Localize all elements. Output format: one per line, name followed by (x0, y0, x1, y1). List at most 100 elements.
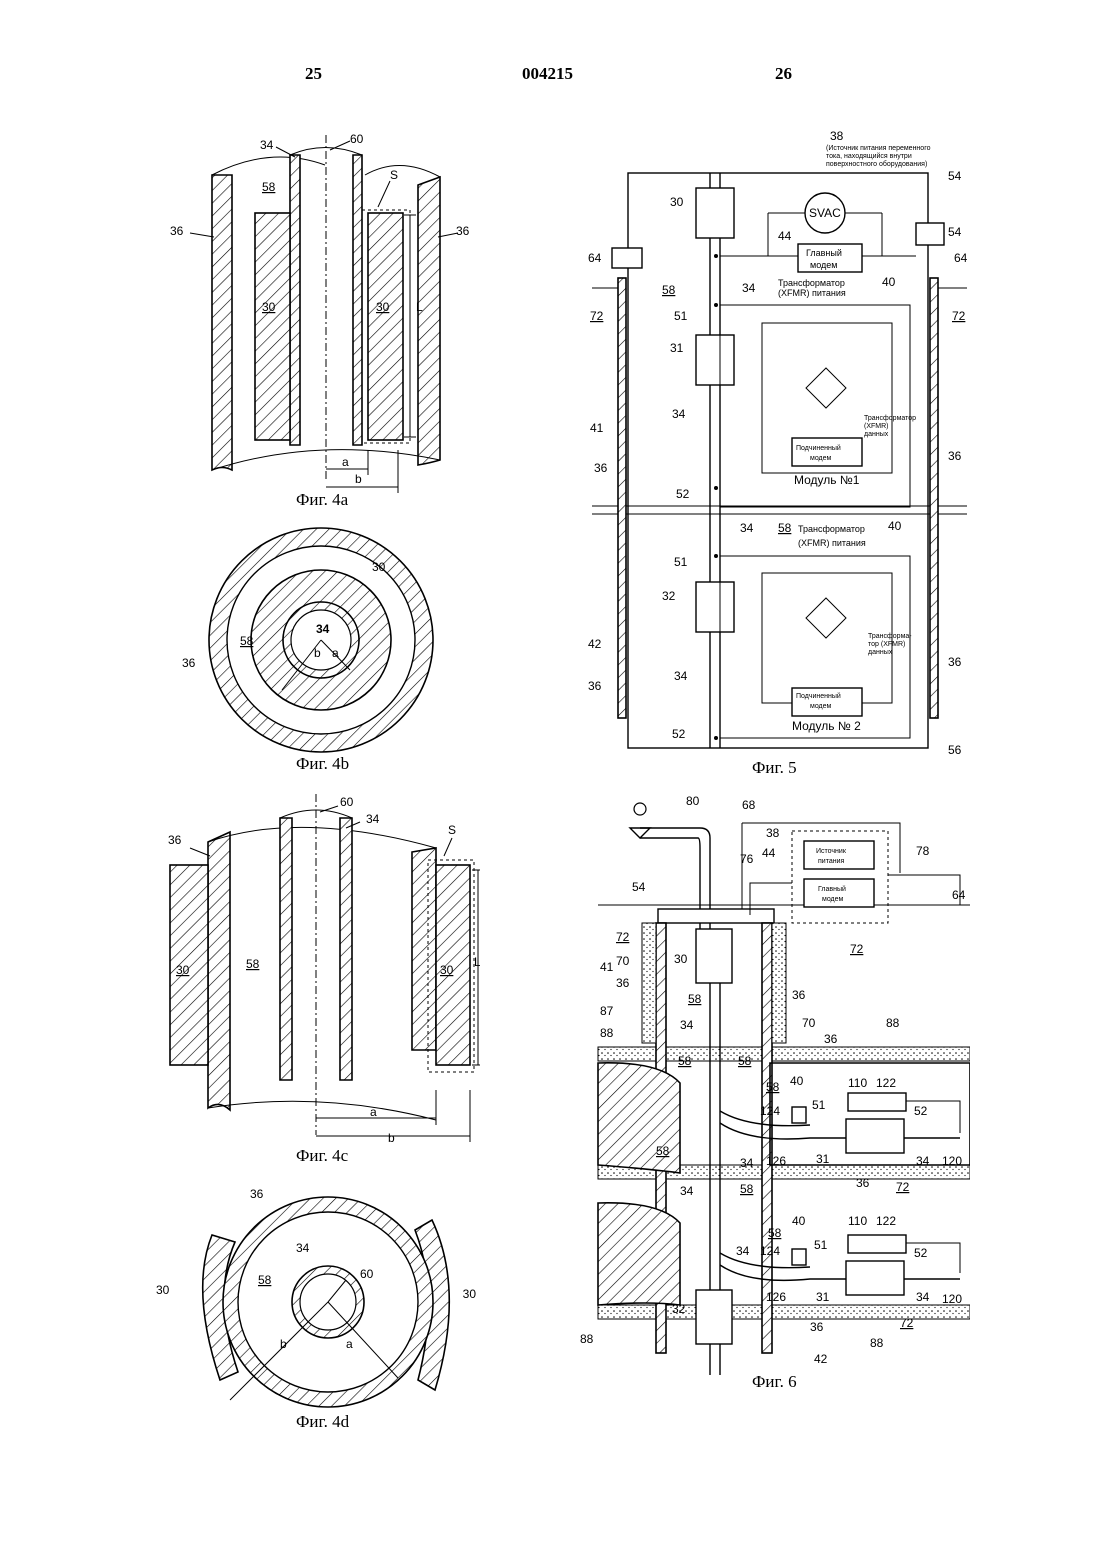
caption-fig-4c: Фиг. 4c (296, 1146, 348, 1166)
label-36-a: 36 (594, 461, 608, 475)
label-120-a: 120 (942, 1154, 962, 1168)
note-38-line2: тока, находящийся внутри (826, 152, 912, 160)
caption-fig-4b: Фиг. 4b (296, 754, 349, 774)
figure-4a: 34 60 58 S 36 36 30 30 L a b (150, 125, 480, 495)
label-72-right: 72 (952, 309, 966, 323)
label-126-a: 126 (766, 1154, 786, 1168)
document-number: 004215 (522, 64, 573, 84)
data-xfmr2-line1: Трансформа- (868, 633, 912, 640)
caption-fig-5: Фиг. 5 (752, 758, 797, 778)
label-58-d: 58 (766, 1080, 780, 1094)
label-b: b (314, 646, 321, 660)
label-36-left: 36 (170, 224, 184, 238)
label-87: 87 (600, 1004, 614, 1018)
note-38-line3: поверхностного оборудования) (826, 160, 927, 168)
label-30: 30 (674, 952, 688, 966)
label-72-a: 72 (616, 930, 630, 944)
power-source-line1: Источник (816, 848, 847, 855)
label-72-d: 72 (900, 1316, 914, 1330)
label-42: 42 (588, 637, 602, 651)
main-modem-line2: модем (810, 260, 837, 270)
slave-modem2-line1: Подчиненный (796, 692, 841, 700)
label-40-top: 40 (882, 275, 896, 289)
figure-5: 38 (Источник питания переменного тока, н… (582, 128, 972, 758)
label-110-a: 110 (848, 1076, 867, 1090)
label-88-c: 88 (580, 1332, 594, 1346)
label-64-left: 64 (588, 251, 602, 265)
label-124-a: 124 (760, 1104, 780, 1118)
label-30: 30 (670, 195, 684, 209)
label-60: 60 (350, 132, 364, 146)
label-76: 76 (740, 852, 754, 866)
label-a: a (332, 646, 339, 660)
label-36: 36 (182, 656, 196, 670)
label-41: 41 (590, 421, 604, 435)
label-36-b: 36 (792, 988, 806, 1002)
label-34: 34 (316, 622, 330, 636)
label-30-left: 30 (176, 963, 190, 977)
slave-modem-line2: модем (810, 455, 832, 462)
label-34-e: 34 (736, 1244, 750, 1258)
label-L: L (474, 955, 480, 969)
label-51-b: 51 (674, 555, 688, 569)
label-34-f: 34 (916, 1290, 930, 1304)
label-64-right: 64 (954, 251, 968, 265)
label-58-b: 58 (678, 1054, 692, 1068)
data-xfmr2-line3: данных (868, 649, 893, 656)
label-36-a: 36 (616, 976, 630, 990)
data-xfmr-line1: Трансформатор (864, 415, 916, 422)
label-52-b: 52 (672, 727, 686, 741)
label-120-b: 120 (942, 1292, 962, 1306)
label-34-b: 34 (740, 1156, 754, 1170)
label-S: S (390, 168, 398, 182)
label-70-b: 70 (802, 1016, 816, 1030)
label-52-b: 52 (914, 1246, 928, 1260)
label-36-d: 36 (856, 1176, 870, 1190)
label-34-d: 34 (680, 1184, 694, 1198)
power-xfmr-line1: Трансформатор (778, 278, 845, 288)
label-40-bottom: 40 (888, 519, 902, 533)
label-51-b: 51 (814, 1238, 828, 1252)
label-58-e: 58 (656, 1144, 670, 1158)
label-54-top: 54 (948, 169, 962, 183)
label-30-left: 30 (262, 300, 276, 314)
label-72-c: 72 (896, 1180, 910, 1194)
figure-4c: 36 60 34 S 30 58 30 L a b (150, 790, 480, 1150)
label-88-b: 88 (886, 1016, 900, 1030)
label-58-a: 58 (688, 992, 702, 1006)
label-68: 68 (742, 798, 756, 812)
module-2-label: Модуль № 2 (792, 719, 861, 733)
label-52-a: 52 (676, 487, 690, 501)
label-58-g: 58 (768, 1226, 782, 1240)
label-32: 32 (662, 589, 676, 603)
label-36-d: 36 (588, 679, 602, 693)
label-58-bottom: 58 (778, 521, 792, 535)
slave-modem-line1: Подчиненный (796, 444, 841, 452)
label-44: 44 (762, 846, 776, 860)
label-32: 32 (672, 1302, 686, 1316)
main-modem-line1: Главный (818, 885, 846, 893)
label-60: 60 (340, 795, 354, 809)
main-modem-line2: модем (822, 896, 844, 903)
module-1-label: Модуль №1 (794, 473, 860, 487)
label-58: 58 (246, 957, 260, 971)
label-S: S (448, 823, 456, 837)
label-36-b: 36 (948, 449, 962, 463)
svac-label: SVAC (809, 206, 841, 220)
label-36: 36 (250, 1187, 264, 1201)
label-78: 78 (916, 844, 930, 858)
label-80: 80 (686, 794, 700, 808)
label-88-d: 88 (870, 1336, 884, 1350)
label-36-e: 36 (810, 1320, 824, 1334)
label-30-right: 30 (440, 963, 454, 977)
label-31-b: 31 (816, 1290, 830, 1304)
label-31-a: 31 (816, 1152, 830, 1166)
label-52-a: 52 (914, 1104, 928, 1118)
label-L: L (416, 300, 423, 314)
power-source-line2: питания (818, 858, 844, 865)
label-88-a: 88 (600, 1026, 614, 1040)
label-b: b (355, 472, 362, 486)
note-38-line1: (Источник питания переменного (826, 145, 931, 152)
power-xfmr2-line2: (XFMR) питания (798, 538, 866, 548)
label-36-c: 36 (824, 1032, 838, 1046)
